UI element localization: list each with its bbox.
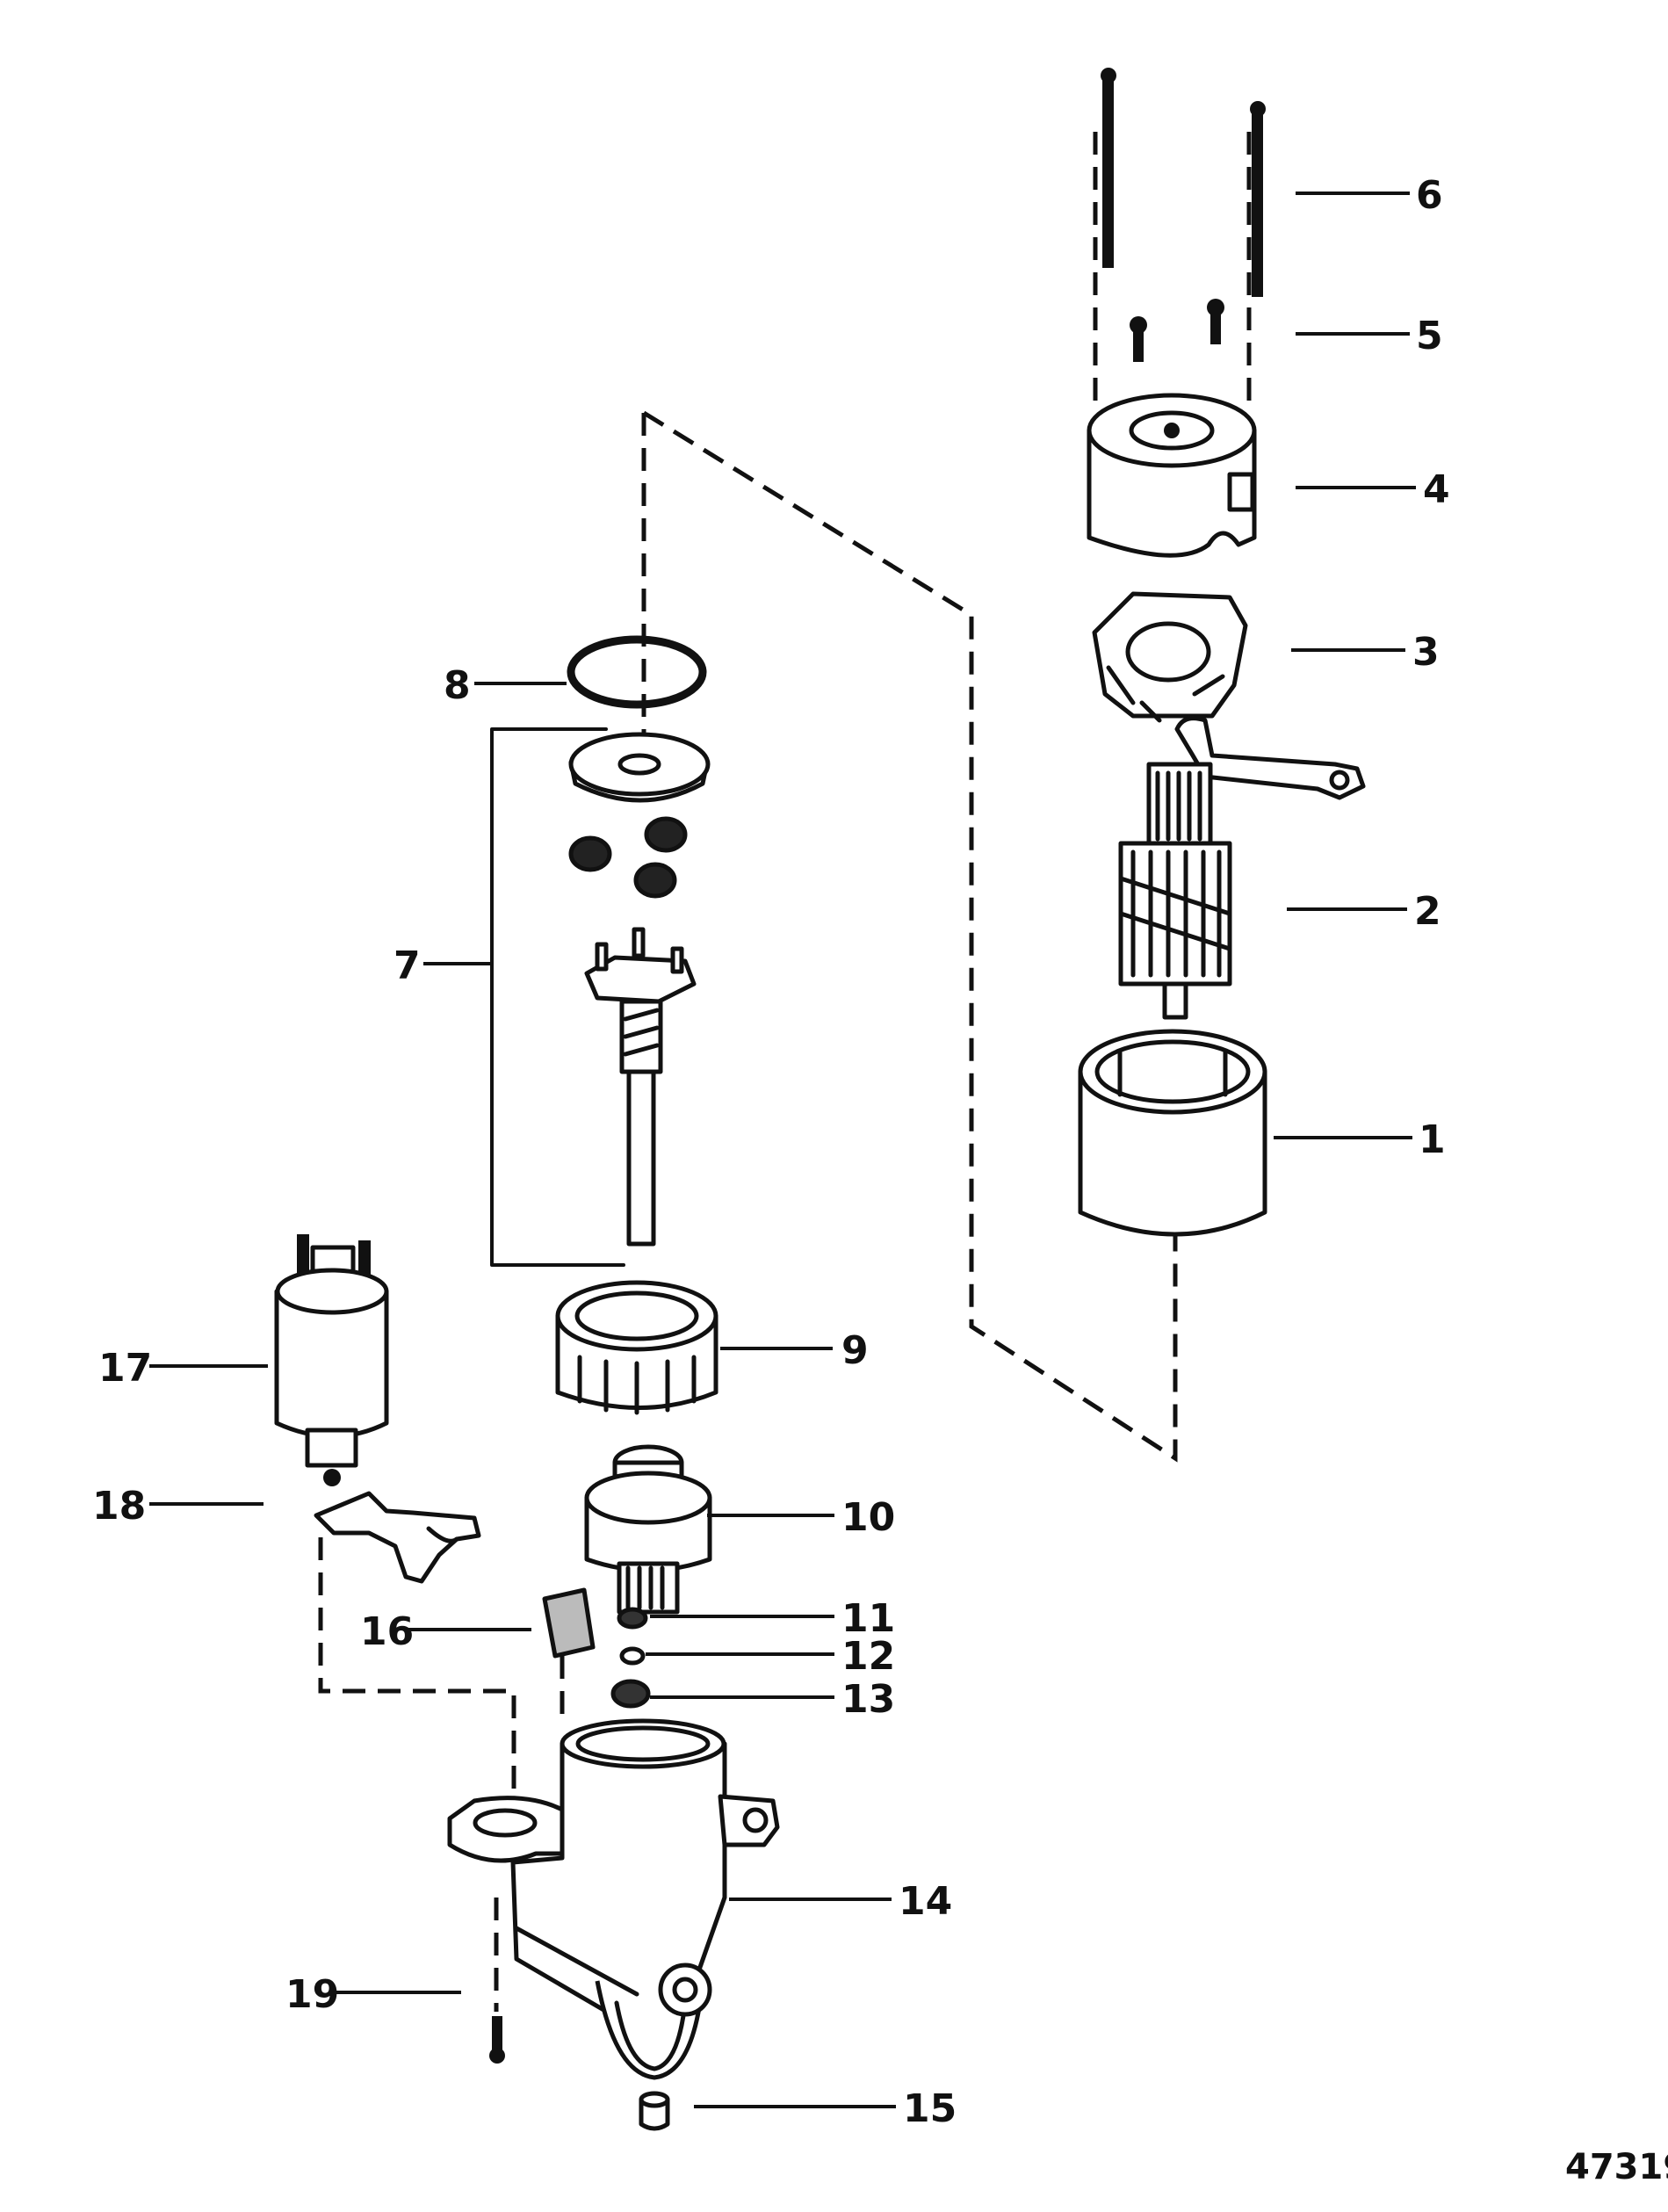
part-16-seal bbox=[542, 1587, 596, 1659]
callout-12: 12 bbox=[841, 1634, 895, 1679]
part-12-snap-ring bbox=[619, 1646, 646, 1666]
part-13-stop-collar bbox=[610, 1679, 651, 1709]
part-18-shift-lever bbox=[314, 1491, 481, 1584]
part-9-ring-gear bbox=[555, 1280, 718, 1415]
callout-6: 6 bbox=[1416, 173, 1443, 218]
part-17-solenoid bbox=[274, 1234, 389, 1486]
callout-14: 14 bbox=[899, 1879, 952, 1924]
callout-17: 17 bbox=[98, 1346, 152, 1391]
assembly-guide-lines bbox=[318, 132, 1252, 2012]
part-2-armature bbox=[1118, 762, 1232, 1020]
callout-3: 3 bbox=[1412, 630, 1440, 675]
callout-1: 1 bbox=[1419, 1117, 1446, 1162]
callout-7: 7 bbox=[394, 943, 421, 988]
figure-number: 47319 bbox=[1565, 2147, 1668, 2187]
callout-10: 10 bbox=[841, 1495, 895, 1540]
callout-4: 4 bbox=[1423, 467, 1450, 512]
callout-16: 16 bbox=[360, 1609, 414, 1654]
part-11-washer bbox=[617, 1607, 648, 1630]
callout-2: 2 bbox=[1414, 889, 1441, 934]
callout-9: 9 bbox=[841, 1328, 869, 1373]
part-5-screws bbox=[1130, 299, 1224, 362]
part-14-drive-housing bbox=[447, 1718, 780, 2080]
callout-18: 18 bbox=[92, 1484, 146, 1529]
part-7-group-bracket bbox=[490, 727, 625, 1267]
part-3-brush-plate bbox=[1092, 591, 1366, 800]
part-4-end-cap bbox=[1087, 393, 1257, 558]
callout-15: 15 bbox=[903, 2086, 957, 2131]
part-1-field-frame bbox=[1078, 1029, 1267, 1237]
part-10-starter-drive bbox=[584, 1444, 712, 1615]
callout-8: 8 bbox=[444, 663, 471, 708]
callout-labels: 1 2 3 4 5 6 7 8 9 10 11 12 13 14 15 16 1… bbox=[92, 173, 1450, 2131]
part-8-o-ring bbox=[567, 635, 707, 709]
part-7-planetary-assembly bbox=[568, 732, 711, 1247]
part-15-bushing bbox=[639, 2091, 670, 2131]
callout-11: 11 bbox=[841, 1596, 895, 1641]
leader-lines bbox=[149, 192, 1416, 2108]
callout-5: 5 bbox=[1416, 314, 1443, 358]
part-19-screw bbox=[489, 2016, 505, 2064]
part-6-through-bolts bbox=[1101, 68, 1266, 297]
callout-13: 13 bbox=[841, 1677, 895, 1722]
callout-19: 19 bbox=[285, 1972, 339, 2017]
